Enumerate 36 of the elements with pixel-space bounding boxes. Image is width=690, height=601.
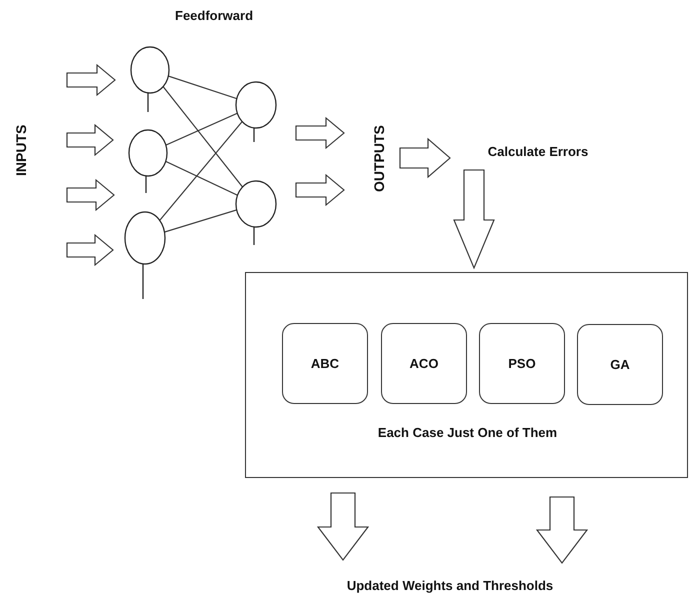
neuron-drawing xyxy=(235,81,277,143)
diagram-title: Feedforward xyxy=(175,8,254,24)
connection-line xyxy=(159,121,243,221)
block-arrow xyxy=(295,116,345,150)
connection-line xyxy=(162,86,243,188)
algorithm-label: GA xyxy=(610,357,630,372)
algorithm-box xyxy=(282,323,368,404)
neuron-drawing xyxy=(128,129,168,194)
block-arrow xyxy=(399,138,451,178)
step-label: Calculate Errors xyxy=(478,143,598,161)
block-arrow xyxy=(295,174,345,206)
process-box xyxy=(245,272,688,478)
algorithm-label: PSO xyxy=(508,356,536,371)
connection-line xyxy=(168,76,237,100)
block-arrow xyxy=(66,178,115,212)
block-arrow xyxy=(66,234,114,266)
box-caption: Each Case Just One of Them xyxy=(376,425,558,441)
neuron-drawing xyxy=(124,211,166,300)
block-arrow xyxy=(536,496,588,564)
block-arrow xyxy=(66,64,116,96)
algorithm-label: ABC xyxy=(310,356,340,371)
connection-line xyxy=(166,112,238,146)
neuron-drawing xyxy=(235,180,277,246)
connection-line xyxy=(164,209,237,233)
algorithm-box xyxy=(577,324,663,405)
algorithm-box xyxy=(381,323,467,404)
block-arrow xyxy=(316,492,370,561)
algorithm-box xyxy=(479,323,565,404)
block-arrow xyxy=(453,169,495,270)
result-label: Updated Weights and Thresholds xyxy=(300,577,600,595)
block-arrow xyxy=(66,124,114,156)
algorithm-label: ACO xyxy=(410,356,438,371)
connection-line xyxy=(165,160,238,196)
axis-label: OUTPUTS xyxy=(370,118,388,200)
neuron-drawing xyxy=(130,46,170,113)
axis-label: INPUTS xyxy=(10,117,32,183)
